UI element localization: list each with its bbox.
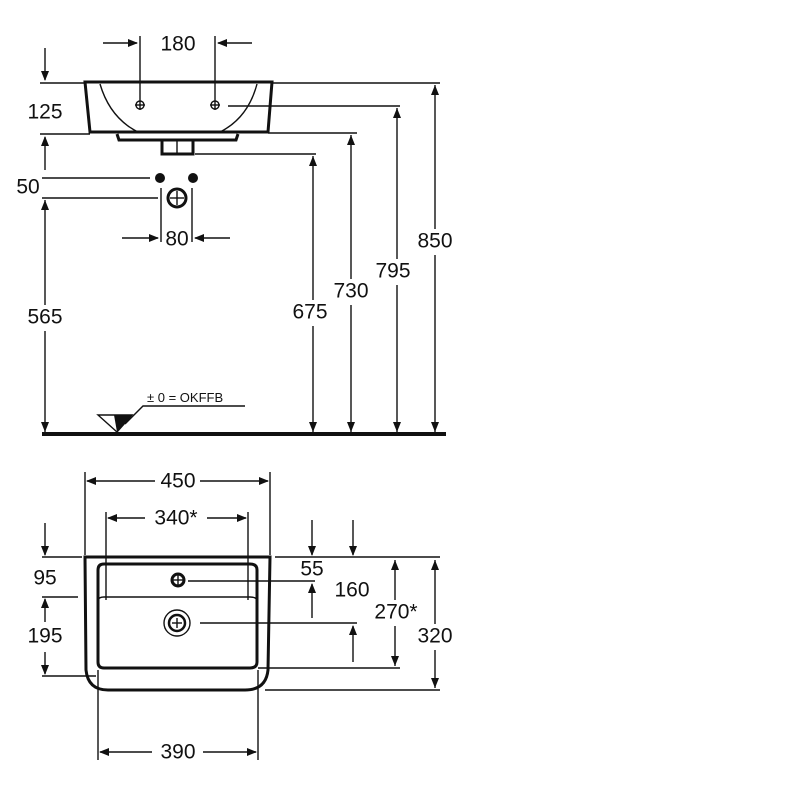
label-bg <box>372 259 414 285</box>
dim-supply-offset: 50 <box>16 176 39 199</box>
dim-basin-height: 125 <box>27 101 62 124</box>
basin-shelf-edge <box>97 596 258 601</box>
dim-tap-hole-height: 795 <box>375 260 410 283</box>
label-bg <box>370 600 420 626</box>
dim-inner-depth: 270* <box>374 601 417 624</box>
dim-drain-offset: 160 <box>334 579 369 602</box>
supply-pipe-icon <box>155 173 165 183</box>
tap-hole-icon <box>135 100 145 110</box>
basin-outline <box>83 80 274 134</box>
dim-trap-height: 675 <box>292 301 327 324</box>
label-bg <box>414 624 456 650</box>
basin-base <box>115 133 240 142</box>
drain-icon <box>163 609 191 637</box>
label-bg <box>290 300 332 326</box>
side-view: 180 125 50 80 <box>16 33 456 436</box>
dim-overall-width: 450 <box>160 470 195 493</box>
label-bg <box>25 305 67 331</box>
tap-hole-icon <box>210 100 220 110</box>
level-marker-fill <box>114 415 132 432</box>
dim-supply-height: 565 <box>27 306 62 329</box>
dim-basin-bottom-height: 730 <box>333 280 368 303</box>
height-dims <box>309 85 439 432</box>
dim-tap-hole-offset: 55 <box>300 558 323 581</box>
dim-tap-spacing: 180 <box>160 33 195 56</box>
tap-hole-icon <box>170 572 186 588</box>
leader-line <box>124 405 245 425</box>
dim-supply-spacing: 80 <box>165 228 188 251</box>
basin-bowl-curve <box>99 83 258 133</box>
dim-rim-height: 850 <box>417 230 452 253</box>
supply-pipe-icon <box>188 173 198 183</box>
basin-plan-outline <box>83 555 272 692</box>
dim-back-width: 390 <box>160 741 195 764</box>
dim-overall-depth: 320 <box>417 625 452 648</box>
dim-inner-width: 340* <box>154 507 197 530</box>
dim-tap-to-front: 95 <box>33 567 56 590</box>
label-bg <box>414 229 456 255</box>
dim-drain-to-back: 195 <box>27 625 62 648</box>
plan-view: 450 340* 95 195 <box>27 470 456 764</box>
drain-pipe-icon <box>166 187 188 209</box>
floor-reference-label: ± 0 = OKFFB <box>147 390 223 405</box>
label-bg <box>330 279 372 305</box>
basin-bowl-outline <box>96 562 259 670</box>
